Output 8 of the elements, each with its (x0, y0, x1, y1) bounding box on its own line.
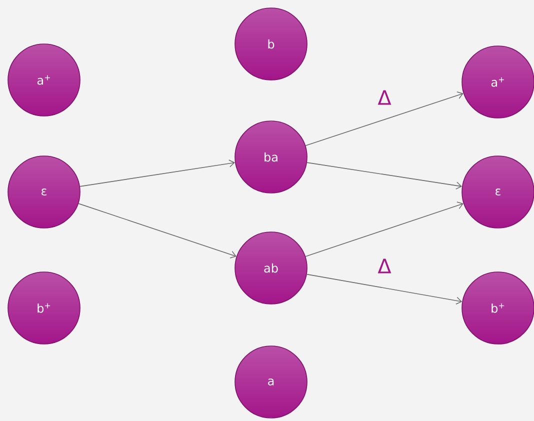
edge-label: Δ (376, 258, 392, 274)
arrow (305, 91, 464, 146)
arrow (78, 203, 236, 258)
edge-label: Δ (376, 89, 392, 106)
arrow (306, 274, 462, 305)
arrow (305, 202, 464, 257)
arrow (80, 160, 236, 187)
arrow (306, 162, 462, 190)
